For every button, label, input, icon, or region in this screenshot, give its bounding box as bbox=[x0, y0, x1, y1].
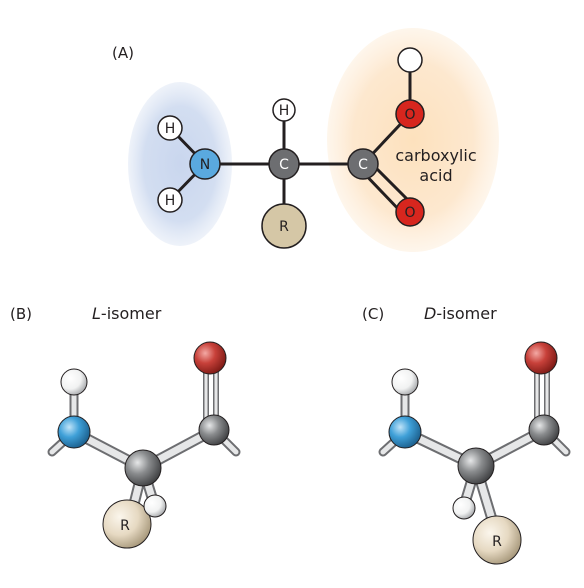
atom-nitrogen: N bbox=[189, 148, 221, 180]
panel-a: (A) H H N bbox=[112, 28, 499, 252]
panel-b-title-italic: L bbox=[92, 304, 101, 323]
panel-c-title-rest: -isomer bbox=[436, 304, 497, 323]
panel-b-carbon-alpha bbox=[124, 449, 162, 487]
atom-oxygen-hydroxyl: O bbox=[395, 99, 425, 129]
atom-h-hydroxyl bbox=[397, 47, 423, 73]
panel-c-oxygen bbox=[524, 341, 558, 375]
atom-h-top: H bbox=[272, 98, 296, 122]
panel-b-nitrogen bbox=[57, 415, 91, 449]
panel-a-label: (A) bbox=[112, 44, 134, 62]
atom-h-amino-1-label: H bbox=[165, 121, 176, 137]
atom-nitrogen-label: N bbox=[200, 157, 210, 173]
atom-oxygen-hydroxyl-label: O bbox=[404, 107, 415, 123]
panel-c-title-italic: D bbox=[424, 304, 436, 323]
panel-c-carbon-alpha bbox=[457, 447, 495, 485]
carboxyl-group-highlight bbox=[327, 28, 499, 252]
atom-h-amino-2: H bbox=[157, 187, 183, 213]
atom-oxygen-double: O bbox=[395, 197, 425, 227]
atom-carbon-alpha-label: C bbox=[279, 157, 289, 173]
panel-b-hydrogen-amino bbox=[60, 368, 88, 396]
atom-carbon-alpha: C bbox=[268, 148, 300, 180]
panel-b-hydrogen-alpha bbox=[143, 494, 167, 518]
panel-c-hydrogen-alpha bbox=[452, 496, 476, 520]
atom-h-top-label: H bbox=[279, 103, 290, 119]
panel-b-oxygen bbox=[193, 341, 227, 375]
panel-b: (B) L-isomer R bbox=[10, 304, 241, 549]
atom-h-amino-1: H bbox=[157, 115, 183, 141]
panel-b-side-chain-label: R bbox=[120, 518, 130, 534]
carboxylic-acid-label-line1: carboxylic bbox=[395, 146, 476, 165]
atom-carbon-carboxyl: C bbox=[347, 148, 379, 180]
panel-c-side-chain bbox=[472, 515, 522, 565]
amino-group-highlight bbox=[128, 82, 232, 246]
panel-b-label: (B) bbox=[10, 305, 32, 323]
panel-c-nitrogen bbox=[388, 415, 422, 449]
atom-h-amino-2-label: H bbox=[165, 193, 176, 209]
panel-c-label: (C) bbox=[362, 305, 384, 323]
panel-c: (C) D-isomer bbox=[362, 304, 571, 565]
panel-b-title: L-isomer bbox=[92, 304, 162, 323]
panel-c-carbon-carboxyl bbox=[528, 414, 560, 446]
panel-b-carbon-carboxyl bbox=[198, 414, 230, 446]
atom-side-chain-label: R bbox=[279, 219, 289, 235]
panel-b-title-rest: -isomer bbox=[101, 304, 162, 323]
panel-b-side-chain bbox=[102, 499, 152, 549]
carboxylic-acid-label-line2: acid bbox=[419, 166, 452, 185]
panel-c-hydrogen-amino bbox=[391, 368, 419, 396]
panel-c-title: D-isomer bbox=[424, 304, 497, 323]
atom-carbon-carboxyl-label: C bbox=[358, 157, 368, 173]
atom-side-chain: R bbox=[261, 203, 307, 249]
atom-oxygen-double-label: O bbox=[404, 205, 415, 221]
panel-c-side-chain-label: R bbox=[492, 534, 502, 550]
